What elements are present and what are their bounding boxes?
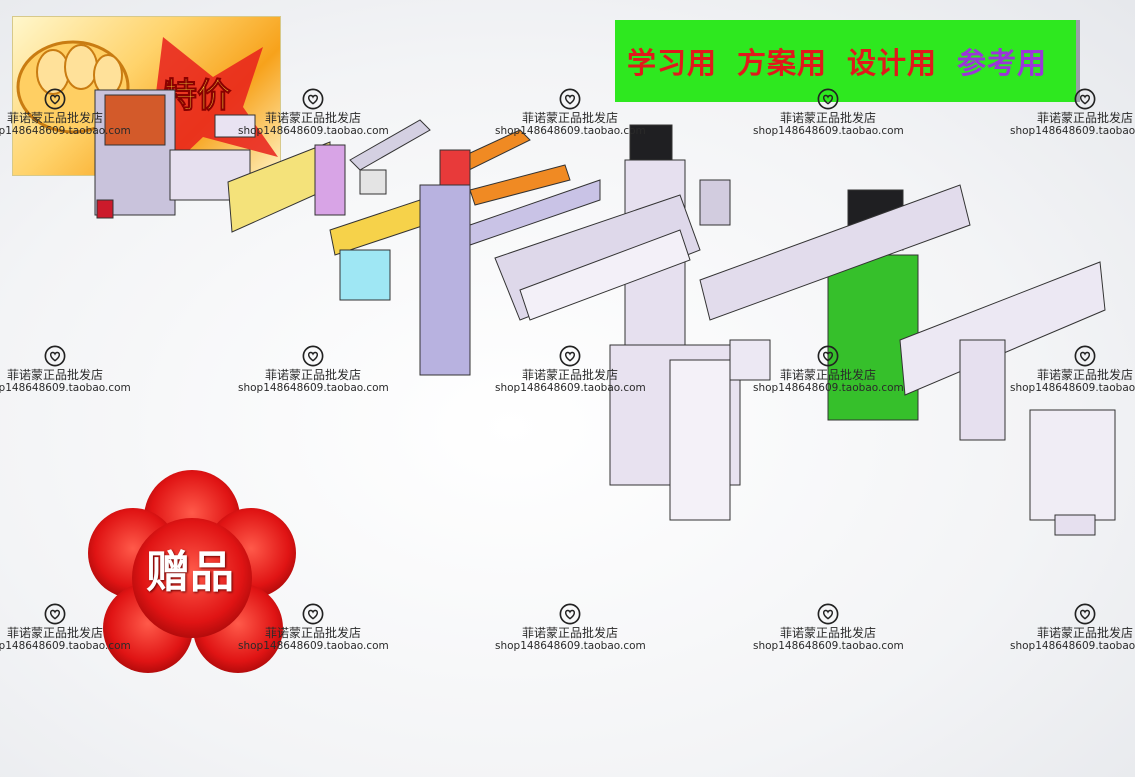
banner-item-study: 学习用 [627,46,718,80]
banner-item-reference: 参考用 [957,46,1048,80]
watermark-shop-name: 菲诺蒙正品批发店 [779,368,876,382]
heart-icon [817,345,839,367]
watermark-shop-url: shop148648609.taobao.com [495,382,646,394]
heart-icon [559,345,581,367]
watermark-shop-url: shop148648609.taobao.com [753,640,904,652]
watermark-shop-name: 菲诺蒙正品批发店 [779,626,876,640]
watermark-shop-name: 菲诺蒙正品批发店 [264,111,361,125]
heart-icon [302,603,324,625]
heart-icon [817,88,839,110]
watermark-shop-url: shop148648609.taobao.com [495,125,646,137]
watermark-shop-url: shop148648609.taobao.com [238,640,389,652]
watermark-shop-name: 菲诺蒙正品批发店 [521,111,618,125]
watermark-shop-name: 菲诺蒙正品批发店 [779,111,876,125]
watermark-shop-url: shop148648609.taobao.com [753,382,904,394]
gift-badge-flower [88,470,296,673]
watermark-shop-name: 菲诺蒙正品批发店 [521,626,618,640]
watermark-shop-name: 菲诺蒙正品批发店 [1036,368,1133,382]
watermark-shop-name: 菲诺蒙正品批发店 [264,626,361,640]
watermark-shop-url: shop148648609.taobao.com [0,382,131,394]
watermark-shop-url: shop148648609.taobao.com [0,640,131,652]
heart-icon [1074,603,1096,625]
promo-thumbnail: 特价 [12,16,281,176]
watermark-shop-name: 菲诺蒙正品批发店 [6,626,103,640]
watermark-shop-url: shop148648609.taobao.com [1010,382,1135,394]
watermark-shop-url: shop148648609.taobao.com [753,125,904,137]
watermark-shop-url: shop148648609.taobao.com [1010,640,1135,652]
heart-icon [44,88,66,110]
watermark-shop-name: 菲诺蒙正品批发店 [6,111,103,125]
watermark-shop-name: 菲诺蒙正品批发店 [521,368,618,382]
watermark-shop-url: shop148648609.taobao.com [495,640,646,652]
watermark-shop-url: shop148648609.taobao.com [0,125,131,137]
heart-icon [302,345,324,367]
watermark-shop-name: 菲诺蒙正品批发店 [264,368,361,382]
watermark-shop-name: 菲诺蒙正品批发店 [1036,626,1133,640]
watermark-shop-url: shop148648609.taobao.com [1010,125,1135,137]
heart-icon [559,603,581,625]
heart-icon [44,603,66,625]
heart-icon [1074,345,1096,367]
gift-badge-label: 赠品 [146,547,234,598]
watermark-shop-url: shop148648609.taobao.com [238,125,389,137]
heart-icon [44,345,66,367]
watermark-shop-name: 菲诺蒙正品批发店 [6,368,103,382]
heart-icon [817,603,839,625]
usage-banner: 学习用 方案用 设计用 参考用 [615,20,1080,102]
banner-item-design: 设计用 [847,46,938,80]
watermark-shop-url: shop148648609.taobao.com [238,382,389,394]
heart-icon [302,88,324,110]
banner-item-plan: 方案用 [737,46,828,80]
heart-icon [559,88,581,110]
heart-icon [1074,88,1096,110]
watermark-shop-name: 菲诺蒙正品批发店 [1036,111,1133,125]
